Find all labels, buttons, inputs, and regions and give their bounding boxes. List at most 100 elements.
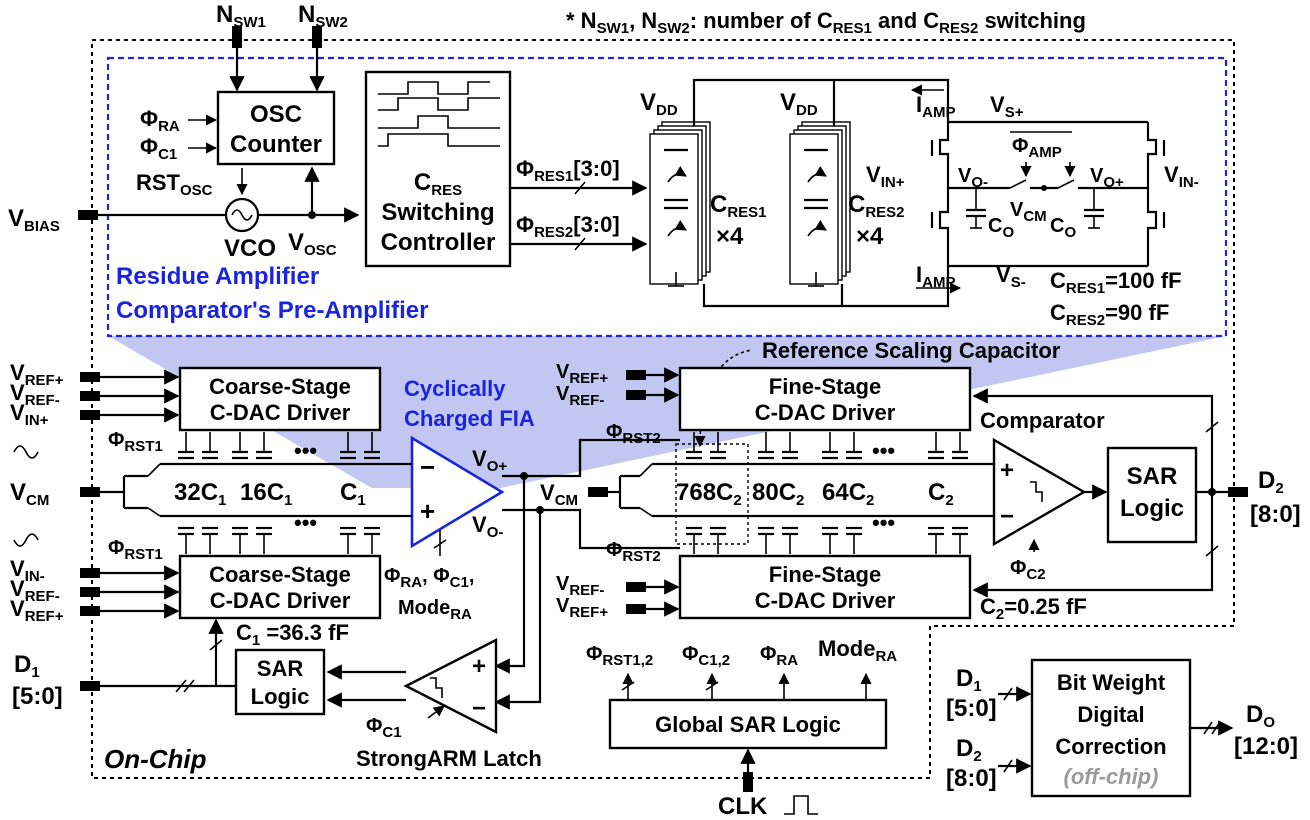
vop-fia-label: VO+ [472,446,507,475]
co-right-label: CO [1050,215,1076,241]
comparator-label: Comparator [980,408,1105,433]
fine-bot-label-2: C-DAC Driver [755,588,896,613]
vcm-mid: VCM [540,480,578,509]
vrefp-left-bot: VREF+ [10,596,64,625]
global-sar-label: Global SAR Logic [655,712,841,737]
fia-ctrl-2: ModeRA [398,597,472,623]
bw-label-1: Bit Weight [1057,670,1166,695]
vdd1-label: VDD [640,89,678,119]
cres-ctrl-label-2: Switching [381,199,494,226]
vco-label: VCO [224,235,276,262]
fia-amplifier [410,435,505,549]
iamp-top-label: IAMP [916,92,955,121]
cap-64c2: 64C2 [822,479,874,509]
cyc-fia-label-2: Charged FIA [404,406,535,431]
d2-bits: [8:0] [1250,501,1301,528]
phi-c1-label: ΦC1 [140,134,177,163]
left-input-pins [80,372,100,616]
residue-amp-title: Residue Amplifier [116,263,319,290]
vrefp-left-top: VREF+ [10,360,64,389]
vrefm-left-top: VREF- [10,380,60,409]
vinp-left: VIN+ [10,400,49,429]
sar-coarse-label-2: Logic [251,684,310,709]
do-label: DO [1246,701,1275,731]
osc-counter-label-2: Counter [230,131,322,158]
do-bits: [12:0] [1234,733,1298,760]
rst-osc-label: RSTOSC [136,170,213,199]
d1-pin [80,681,100,691]
osc-counter-label-1: OSC [250,101,302,128]
cap-80c2: 80C2 [752,479,804,509]
vosc-label: VOSC [288,229,337,259]
fine-top-label-1: Fine-Stage [769,374,881,399]
fine-bot-label-1: Fine-Stage [769,562,881,587]
nsw1-pin [232,26,242,48]
fia-ctrl-1: ΦRA, ΦC1, [384,565,474,591]
on-chip-label: On-Chip [104,744,207,774]
strongarm-label: StrongARM Latch [356,746,542,771]
clk-pin [743,772,753,792]
nsw2-label: NSW2 [298,1,348,31]
vcm-mid-pin [588,487,608,497]
bw-d2-bits: [8:0] [946,765,997,792]
sar-coarse-label-1: SAR [257,656,304,681]
vop-amp-label: VO+ [1090,165,1124,191]
cyc-fia-label-1: Cyclically [404,376,506,401]
cap-16c1: 16C1 [240,479,292,509]
coarse-driver-bottom [178,554,382,620]
phi-rst1-top: ΦRST1 [108,429,163,455]
vrefm-fine-bot: VREF- [556,573,604,599]
g-rst-label: ΦRST1,2 [586,643,653,669]
latch-minus: − [472,695,486,722]
bw-d1-bits: [5:0] [946,695,997,722]
vsp-label: VS+ [990,92,1024,121]
sar-fine-label-1: SAR [1127,463,1178,490]
coarse-dots-top: ••• [294,438,317,463]
fine-dots-top: ••• [872,438,895,463]
cres2-value: CRES2=90 fF [1050,300,1169,329]
cres2-array [789,121,851,287]
fine-driver-top [678,366,972,432]
fine-top-label-2: C-DAC Driver [755,400,896,425]
vrefm-left-bot: VREF- [10,576,60,605]
phi-rst1-bot: ΦRST1 [108,537,163,563]
d1-label: D1 [14,651,40,681]
phi-rst2-bot: ΦRST2 [606,539,661,565]
vcm-amp-label: VCM [1010,199,1047,225]
cap-c2: C2 [928,479,954,509]
d1-bits: [5:0] [12,683,63,710]
cres1-label: CRES1 [710,191,767,221]
fine-cap-array [608,432,990,554]
cres1-x4: ×4 [716,223,744,250]
c2-value: C2=0.25 fF [980,594,1087,623]
phi-amp-label: ΦAMP [1012,135,1062,161]
phi-res2-label: ΦRES2[3:0] [516,212,620,241]
fine-driver-bottom [678,554,972,620]
top-note: * NSW1, NSW2: number of CRES1 and CRES2 … [566,8,1086,37]
phi-ra-label: ΦRA [140,106,180,135]
vinm-amp-label: VIN- [1164,162,1199,191]
coarse-top-label-1: Coarse-Stage [209,374,351,399]
fia-minus: − [420,452,435,482]
vrefm-fine-top: VREF- [556,383,604,409]
cres2-label: CRES2 [848,191,905,221]
ref-scaling-label: Reference Scaling Capacitor [762,338,1061,363]
bw-d2-label: D2 [956,735,982,765]
g-ra-label: ΦRA [760,643,798,669]
amp-schematic [910,84,1166,294]
cres1-array [649,121,711,287]
vrefp-fine-bot: VREF+ [556,595,608,621]
phi-rst2-top: ΦRST2 [606,421,661,447]
vbias-pin [78,210,98,220]
co-left-label: CO [988,215,1014,241]
global-sar-logic [608,698,888,750]
on-chip-boundary [91,39,1235,779]
coarse-bot-label-1: Coarse-Stage [209,562,351,587]
cres2-x4: ×4 [856,223,884,250]
off-chip-label: (off-chip) [1064,764,1159,789]
vdd2-label: VDD [780,89,818,119]
vinm-left: VIN- [10,556,45,585]
coarse-cap-array [100,432,400,554]
